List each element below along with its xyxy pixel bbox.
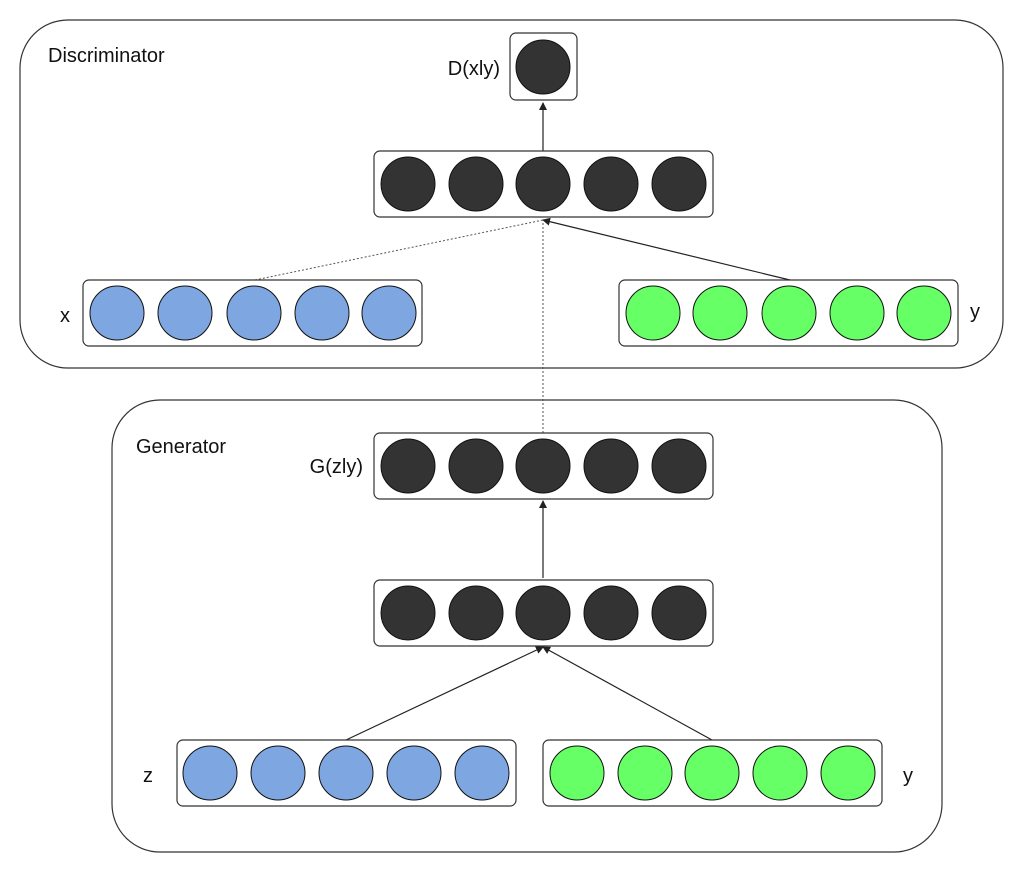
neuron-node — [829, 285, 885, 341]
neuron-node — [583, 438, 639, 494]
neuron-node — [651, 585, 707, 641]
discriminator-output-layer — [509, 32, 578, 101]
neuron-node — [380, 438, 436, 494]
neuron-node — [89, 285, 145, 341]
neuron-node — [896, 285, 952, 341]
generator-hidden-layer — [373, 579, 714, 647]
neuron-node — [583, 585, 639, 641]
discriminator-panel — [19, 19, 1004, 369]
generator-z-input-layer — [176, 739, 517, 807]
discriminator-x-input-layer — [82, 279, 423, 347]
neuron-node — [250, 745, 306, 801]
edges — [254, 102, 791, 741]
neuron-node — [515, 438, 571, 494]
generator-output-layer — [373, 432, 714, 500]
generator-panel — [111, 399, 943, 853]
discriminator-y-input-layer — [618, 279, 959, 347]
neuron-node — [625, 285, 681, 341]
neuron-node — [361, 285, 417, 341]
neuron-node — [454, 745, 510, 801]
neuron-node — [294, 285, 350, 341]
discriminator-hidden-layer — [373, 150, 714, 218]
neuron-node — [820, 745, 876, 801]
edge-y-to-g-hidden — [542, 646, 713, 741]
edge-y-to-d-hidden — [542, 217, 791, 281]
neuron-node — [226, 285, 282, 341]
edge-z-to-g-hidden — [345, 646, 544, 741]
generator-y-input-layer — [542, 739, 883, 807]
neuron-node — [752, 745, 808, 801]
discriminator-y-label: y — [970, 301, 980, 323]
neuron-node — [318, 745, 374, 801]
generator-y-label: y — [903, 765, 913, 787]
neuron-node — [157, 285, 213, 341]
neuron-node — [448, 156, 504, 212]
neuron-node — [617, 745, 673, 801]
discriminator-x-label: x — [60, 305, 70, 327]
neuron-node — [684, 745, 740, 801]
neuron-node — [448, 585, 504, 641]
discriminator-title: Discriminator — [48, 45, 165, 67]
neuron-node — [651, 156, 707, 212]
neuron-node — [515, 156, 571, 212]
generator-title: Generator — [136, 436, 226, 458]
neuron-node — [761, 285, 817, 341]
neuron-node — [380, 156, 436, 212]
discriminator-output-label: D(xly) — [448, 58, 500, 80]
discriminator-output-node — [515, 39, 571, 95]
neuron-node — [515, 585, 571, 641]
neuron-node — [380, 585, 436, 641]
neuron-node — [692, 285, 748, 341]
neuron-node — [448, 438, 504, 494]
neuron-node — [549, 745, 605, 801]
edge-x-to-d-hidden — [254, 219, 544, 281]
neuron-node — [651, 438, 707, 494]
generator-z-label: z — [143, 765, 153, 787]
generator-output-label: G(zly) — [310, 456, 363, 478]
neuron-node — [182, 745, 238, 801]
neuron-node — [583, 156, 639, 212]
neuron-node — [386, 745, 442, 801]
